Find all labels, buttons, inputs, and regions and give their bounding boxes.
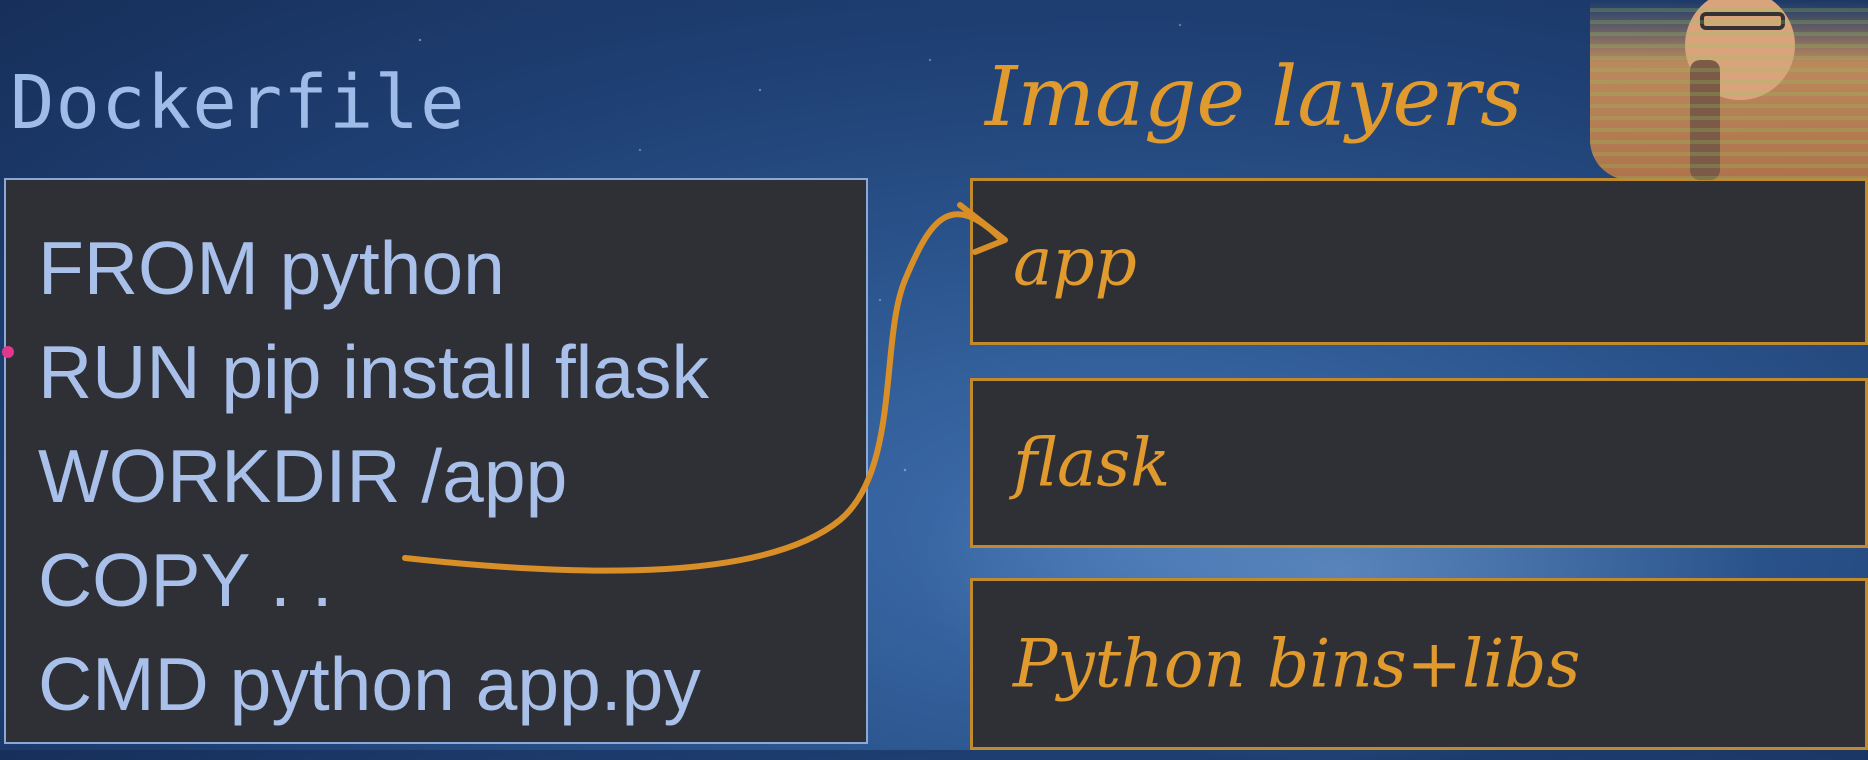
presenter-glasses xyxy=(1700,12,1785,30)
dockerfile-line-workdir: WORKDIR /app xyxy=(38,434,568,518)
microphone-icon xyxy=(1690,60,1720,180)
layer-box-python: Python bins+libs xyxy=(970,578,1868,750)
dockerfile-line-cmd: CMD python app.py xyxy=(38,642,701,726)
layer-label-python: Python bins+libs xyxy=(1013,625,1581,703)
webcam-stripes xyxy=(1590,0,1868,180)
presenter-webcam xyxy=(1590,0,1868,180)
dockerfile-title: Dockerfile xyxy=(10,60,466,146)
layer-label-flask: flask xyxy=(1013,424,1171,502)
image-layers-title: Image layers xyxy=(985,50,1523,145)
layer-box-flask: flask xyxy=(970,378,1868,548)
dockerfile-line-from: FROM python xyxy=(38,226,505,310)
layer-box-app: app xyxy=(970,178,1868,345)
layer-label-app: app xyxy=(1013,223,1137,300)
pointer-dot xyxy=(2,346,14,358)
dockerfile-code-box: FROM python RUN pip install flask WORKDI… xyxy=(4,178,868,744)
dockerfile-line-copy: COPY . . xyxy=(38,538,333,622)
dockerfile-line-run: RUN pip install flask xyxy=(38,330,710,414)
